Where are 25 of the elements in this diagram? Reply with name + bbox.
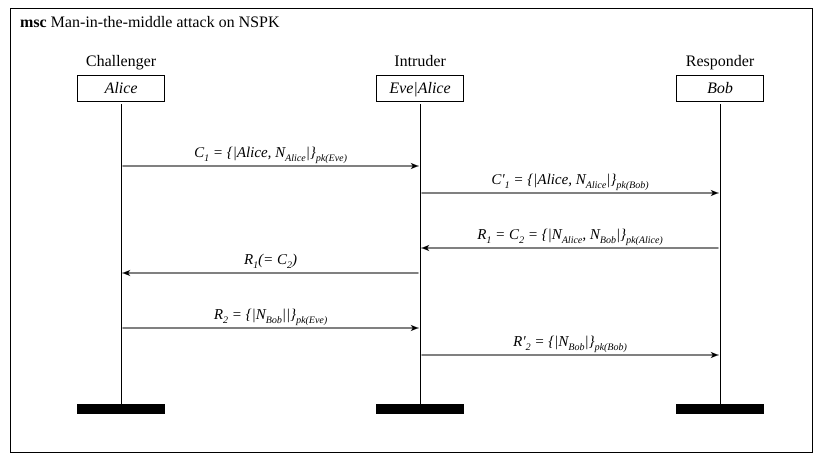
message-arrow (122, 162, 419, 170)
message-label: R$_{1}$ = C$_{2}$ = {|N$_{Alice}$, N$_{Bob}$|}$_{pk(Alice)}$ (477, 226, 663, 248)
lifeline (120, 104, 122, 404)
diagram-title: msc Man-in-the-middle attack on NSPK (20, 14, 280, 32)
instance-name: Challenger (84, 52, 158, 72)
instance-name: Responder (684, 52, 756, 72)
lifeline (418, 104, 422, 404)
message-arrow (421, 190, 719, 196)
message-arrow (421, 244, 719, 252)
instance-box: Eve|Alice (376, 75, 464, 102)
instance-box: Bob (676, 75, 764, 102)
message-arrow (122, 324, 419, 332)
message-label: R$_{1}$(= C$_{2}$) (244, 251, 298, 273)
instance-box: Alice (77, 75, 165, 102)
end-bar (676, 404, 764, 414)
lifeline (718, 104, 722, 404)
instance-name: Intruder (393, 52, 447, 72)
message-label: R′$_{2}$ = {|N$_{Bob}$|}$_{pk(Bob)}$ (513, 333, 627, 355)
message-label: R$_{2}$ = {|N$_{Bob}$||}$_{pk(Eve)}$ (214, 306, 328, 328)
message-arrow (421, 352, 719, 358)
message-arrow (122, 270, 419, 276)
end-bar (376, 404, 464, 414)
message-label: C′$_{1}$ = {|Alice, N$_{Alice}$|}$_{pk(Bob)}$ (491, 171, 649, 193)
message-label: C$_{1}$ = {|Alice, N$_{Alice}$|}$_{pk(Eve)}$ (194, 144, 347, 166)
end-bar (77, 404, 165, 414)
